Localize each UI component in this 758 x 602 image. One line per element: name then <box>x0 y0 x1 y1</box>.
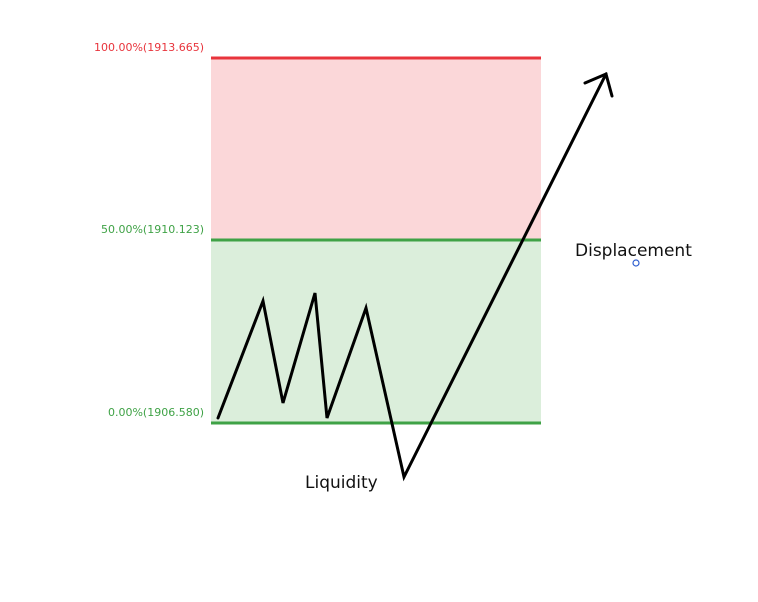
liquidity-label: Liquidity <box>305 473 378 493</box>
level-0-label: 0.00%(1906.580) <box>108 406 204 419</box>
level-50-label: 50.00%(1910.123) <box>101 223 204 236</box>
level-100-label: 100.00%(1913.665) <box>94 41 204 54</box>
arrow-head-icon <box>583 71 614 98</box>
anchor-point-icon[interactable] <box>632 259 640 267</box>
lower-zone-fill <box>211 240 541 423</box>
price-path-zigzag[interactable] <box>216 72 608 482</box>
displacement-label: Displacement <box>575 241 692 261</box>
upper-zone-fill <box>211 58 541 240</box>
